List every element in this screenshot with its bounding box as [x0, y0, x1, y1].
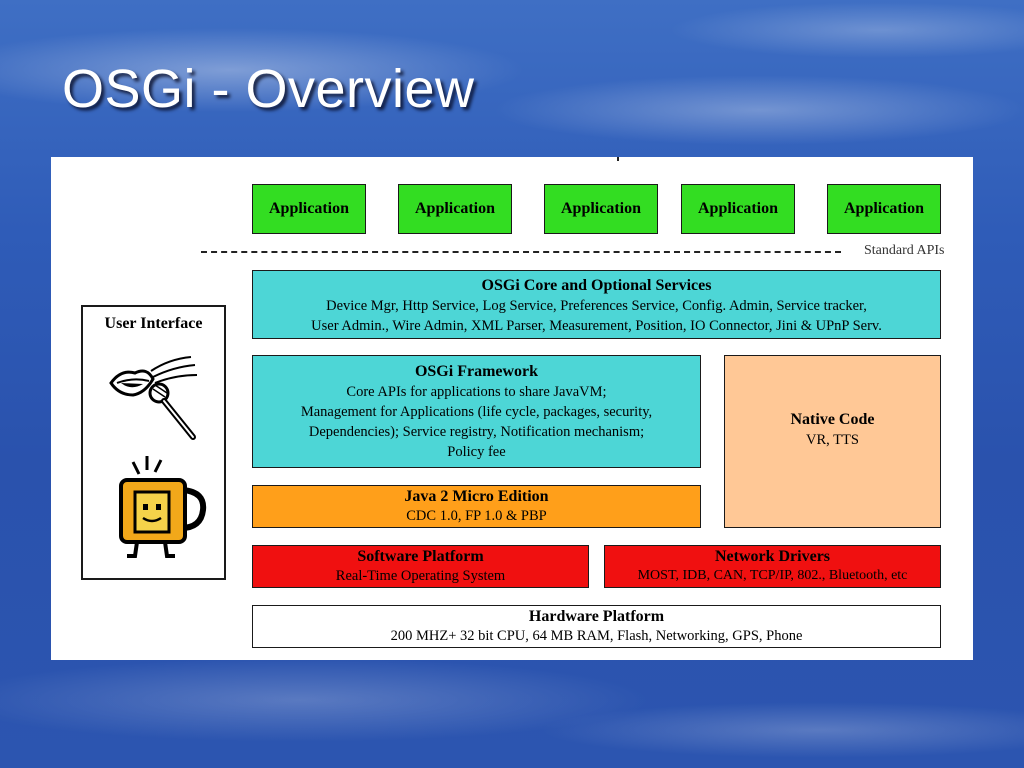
application-box-1: Application	[252, 184, 366, 234]
smiling-mug-icon	[113, 452, 213, 567]
osgi-core-services-title: OSGi Core and Optional Services	[481, 277, 712, 294]
native-code-box: Native Code VR, TTS	[724, 355, 941, 528]
software-platform-subtitle: Real-Time Operating System	[335, 568, 506, 584]
java-micro-edition-box: Java 2 Micro Edition CDC 1.0, FP 1.0 & P…	[252, 485, 701, 528]
osgi-framework-line-2: Management for Applications (life cycle,…	[300, 404, 653, 420]
hardware-platform-subtitle: 200 MHZ+ 32 bit CPU, 64 MB RAM, Flash, N…	[390, 628, 803, 644]
top-tick-mark	[617, 157, 619, 161]
application-box-5: Application	[827, 184, 941, 234]
hardware-platform-box: Hardware Platform 200 MHZ+ 32 bit CPU, 6…	[252, 605, 941, 648]
application-box-4: Application	[681, 184, 795, 234]
architecture-diagram: Application Application Application Appl…	[51, 157, 973, 660]
software-platform-title: Software Platform	[357, 548, 484, 565]
application-box-3: Application	[544, 184, 658, 234]
osgi-framework-line-4: Policy fee	[447, 444, 506, 460]
software-platform-box: Software Platform Real-Time Operating Sy…	[252, 545, 589, 588]
standard-apis-divider	[201, 251, 841, 253]
osgi-framework-title: OSGi Framework	[414, 363, 539, 380]
native-code-title: Native Code	[790, 411, 875, 428]
osgi-core-services-line-1: Device Mgr, Http Service, Log Service, P…	[326, 298, 867, 314]
osgi-framework-box: OSGi Framework Core APIs for application…	[252, 355, 701, 468]
application-box-2: Application	[398, 184, 512, 234]
network-drivers-subtitle: MOST, IDB, CAN, TCP/IP, 802., Bluetooth,…	[637, 568, 908, 583]
osgi-framework-line-3: Dependencies); Service registry, Notific…	[308, 424, 645, 440]
java-micro-edition-subtitle: CDC 1.0, FP 1.0 & PBP	[406, 508, 547, 524]
slide-title: OSGi - Overview	[62, 59, 475, 119]
user-interface-label: User Interface	[104, 315, 203, 332]
osgi-framework-line-1: Core APIs for applications to share Java…	[346, 384, 607, 400]
standard-apis-label: Standard APIs	[864, 243, 945, 258]
native-code-subtitle: VR, TTS	[806, 432, 859, 448]
java-micro-edition-title: Java 2 Micro Edition	[404, 488, 549, 505]
network-drivers-title: Network Drivers	[714, 548, 831, 565]
hardware-platform-title: Hardware Platform	[528, 608, 665, 625]
user-interface-box: User Interface	[81, 305, 226, 580]
microphone-speaker-icon	[107, 353, 207, 448]
osgi-core-services-box: OSGi Core and Optional Services Device M…	[252, 270, 941, 339]
osgi-core-services-line-2: User Admin., Wire Admin, XML Parser, Mea…	[311, 318, 882, 334]
network-drivers-box: Network Drivers MOST, IDB, CAN, TCP/IP, …	[604, 545, 941, 588]
